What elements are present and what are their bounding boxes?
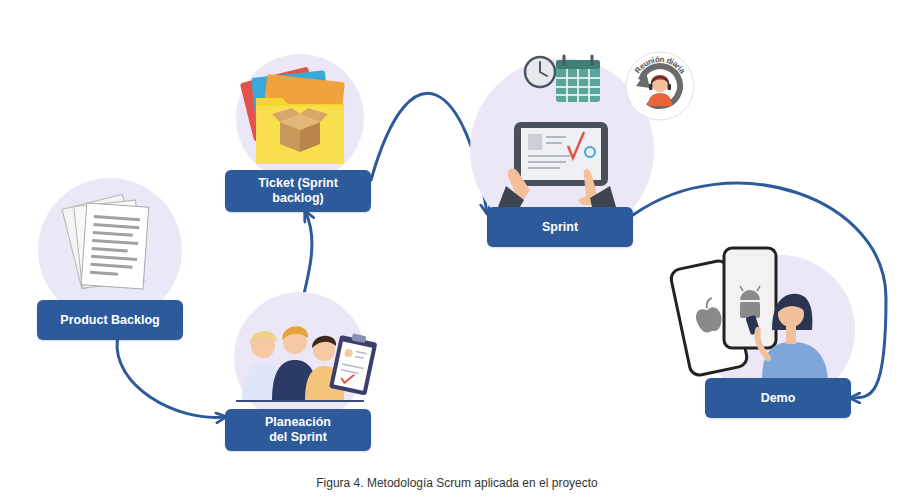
stage-label-box: Sprint bbox=[487, 207, 633, 247]
papers-icon bbox=[62, 194, 149, 289]
stage-label: Planeación del Sprint bbox=[258, 415, 338, 445]
sprint-icon bbox=[498, 56, 616, 207]
flow-arrow bbox=[117, 340, 225, 417]
stage-label-box: Ticket (Sprint backlog) bbox=[225, 170, 371, 212]
figure-caption: Figura 4. Metodología Scrum aplicada en … bbox=[316, 476, 598, 490]
caption-row: Figura 4. Metodología Scrum aplicada en … bbox=[0, 473, 914, 491]
stage-label-box: Planeación del Sprint bbox=[225, 409, 371, 451]
stage-label: Ticket (Sprint backlog) bbox=[243, 176, 353, 206]
stage-label-box: Demo bbox=[705, 378, 851, 418]
flow-arrow bbox=[371, 93, 487, 213]
stage-label: Sprint bbox=[542, 220, 578, 235]
stage-label: Demo bbox=[761, 391, 796, 406]
bg-circle bbox=[236, 54, 364, 182]
team-icon bbox=[236, 326, 378, 401]
demo-icon bbox=[669, 248, 828, 380]
stage-label-box: Product Backlog bbox=[37, 300, 183, 340]
stage-label: Product Backlog bbox=[60, 313, 159, 328]
badge-letter: n bbox=[659, 54, 664, 63]
badge-letter: ó bbox=[654, 54, 660, 64]
folders-icon bbox=[240, 66, 345, 164]
daily-meeting-badge bbox=[626, 52, 694, 120]
